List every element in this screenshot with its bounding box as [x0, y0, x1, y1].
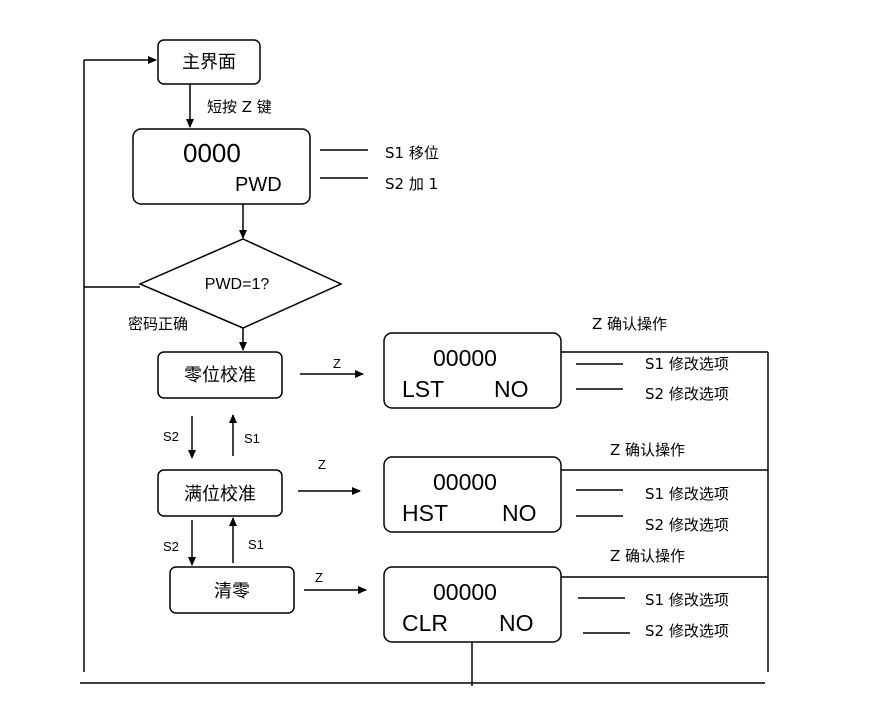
screen-hst-value: NO: [502, 500, 537, 526]
zero-calibration-box: [157, 351, 283, 399]
screen-hst-box: [383, 456, 562, 533]
screen-hst-s2: S2 修改选项: [645, 516, 729, 534]
clear-label: 清零: [214, 581, 250, 602]
z-label-3: Z: [315, 570, 323, 585]
pwd-display-box: [132, 128, 311, 205]
screen-hst-s1: S1 修改选项: [645, 485, 729, 503]
z-label-1: Z: [333, 356, 341, 371]
password-correct-label: 密码正确: [128, 315, 188, 333]
nav-s2-label-2: S2: [163, 539, 179, 554]
pwd-label: PWD: [235, 174, 282, 196]
screen-lst-confirm: Z 确认操作: [592, 315, 667, 333]
nav-s1-label-1: S1: [244, 431, 260, 446]
screen-clr-digits: 00000: [433, 579, 497, 605]
short-press-label: 短按 Z 键: [207, 98, 272, 116]
screen-clr-mode: CLR: [402, 610, 448, 636]
screen-clr-value: NO: [499, 610, 534, 636]
screen-clr-s2: S2 修改选项: [645, 622, 729, 640]
screen-lst-mode: LST: [402, 376, 444, 402]
screen-clr-confirm: Z 确认操作: [610, 547, 685, 565]
screen-lst-digits: 00000: [433, 345, 497, 371]
screen-hst-digits: 00000: [433, 469, 497, 495]
full-calibration-box: [157, 469, 283, 517]
pwd-digits: 0000: [183, 138, 241, 168]
screen-lst-box: [383, 332, 562, 409]
screen-hst-confirm: Z 确认操作: [610, 441, 685, 459]
z-label-2: Z: [318, 457, 326, 472]
screen-lst-s2: S2 修改选项: [645, 385, 729, 403]
main-menu-box: [157, 39, 261, 85]
zero-calibration-label: 零位校准: [184, 365, 256, 386]
full-calibration-label: 满位校准: [184, 484, 256, 505]
nav-s1-label-2: S1: [248, 537, 264, 552]
screen-lst-value: NO: [494, 376, 529, 402]
screen-clr-s1: S1 修改选项: [645, 591, 729, 609]
screen-lst-s1: S1 修改选项: [645, 355, 729, 373]
decision-label: PWD=1?: [205, 276, 270, 293]
nav-s2-label-1: S2: [163, 429, 179, 444]
screen-hst-mode: HST: [402, 500, 448, 526]
main-menu-label: 主界面: [182, 52, 236, 73]
clear-box: [169, 566, 295, 614]
pwd-s2-label: S2 加 1: [385, 175, 438, 193]
pwd-s1-label: S1 移位: [385, 144, 439, 162]
